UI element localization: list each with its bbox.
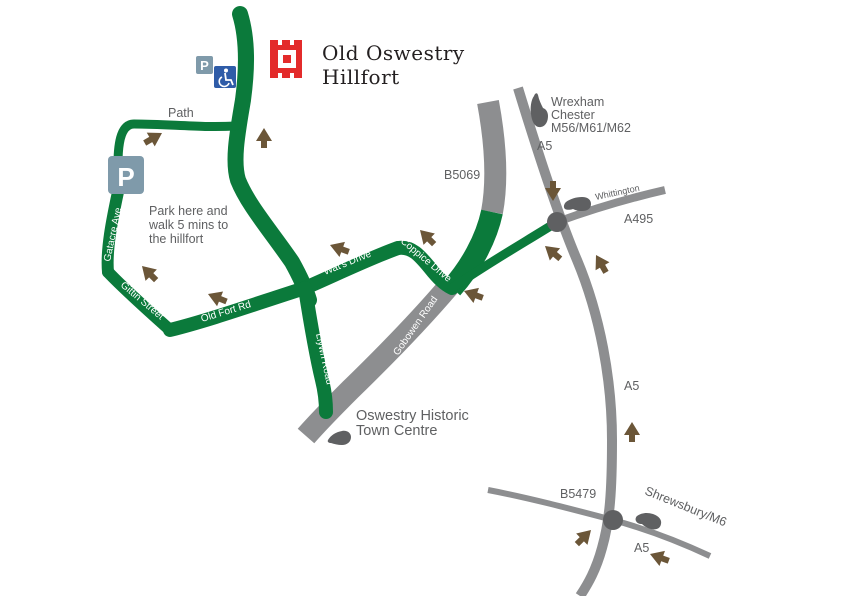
wats-drive-road: [298, 241, 405, 295]
grey-roads: [297, 86, 712, 596]
pointing-hand-icon: [563, 197, 591, 211]
gittin-street-road: [102, 266, 176, 336]
arrow-icon: [140, 126, 166, 150]
arrow-icon: [647, 546, 672, 569]
a495-road: [555, 186, 666, 226]
destination-town-line-1: Oswestry Historic: [356, 408, 469, 424]
a495-label: A495: [624, 212, 653, 226]
b5069-label: B5069: [444, 168, 480, 182]
svg-text:P: P: [200, 58, 209, 73]
path-label: Path: [168, 106, 194, 120]
parking-text-line-2: walk 5 mins to: [148, 218, 228, 232]
parking-sign-large: P: [108, 156, 144, 194]
coppice-drive-label: Coppice Drive: [398, 236, 454, 285]
old-fort-rd-label: Old Fort Rd: [200, 299, 253, 325]
wheelchair-icon: [214, 66, 236, 88]
destination-wrexham: Wrexham: [551, 95, 604, 109]
gittin-street-label: Gittin Street: [118, 280, 166, 323]
arrow-icon: [589, 251, 613, 277]
coppice-drive-road: [391, 240, 459, 295]
llywn-road-road: [298, 281, 333, 419]
a5-south-label: A5: [634, 541, 649, 555]
destination-motorways: M56/M61/M62: [551, 121, 631, 135]
arrow-icon: [571, 524, 597, 550]
title-line-1: Old Oswestry: [322, 41, 465, 65]
destination-chester: Chester: [551, 108, 595, 122]
arrow-icon: [539, 239, 566, 265]
arrow-icon: [256, 128, 272, 148]
pointing-hand-icon: [635, 512, 662, 530]
castle-icon: [270, 40, 302, 78]
old-fort-rd-road: [163, 281, 312, 337]
footpath: [113, 119, 241, 169]
destination-town-line-2: Town Centre: [356, 423, 437, 439]
hillfort-approach-road: [227, 6, 317, 308]
gobowen-road: [297, 278, 458, 444]
roundabout-south: [603, 510, 623, 530]
svg-text:P: P: [117, 162, 134, 192]
title-line-2: Hillfort: [322, 65, 400, 89]
green-roads: [101, 6, 562, 419]
link-road-to-a495: [447, 217, 562, 293]
roundabout-north: [547, 212, 567, 232]
b5479-label: B5479: [560, 487, 596, 501]
arrow-icon: [136, 260, 162, 286]
b5069-road: [477, 100, 507, 215]
a5-middle-label: A5: [624, 379, 639, 393]
parking-sign-small: P: [196, 56, 213, 74]
pointing-hand-icon: [530, 93, 548, 128]
a5-north-label: A5: [537, 139, 552, 153]
a5-road: [513, 86, 618, 596]
gatacre-ave-road: [101, 186, 124, 278]
parking-text-line-1: Park here and: [149, 204, 228, 218]
arrow-icon: [624, 422, 640, 442]
parking-text-line-3: the hillfort: [149, 232, 204, 246]
pointing-hand-icon: [327, 430, 351, 445]
